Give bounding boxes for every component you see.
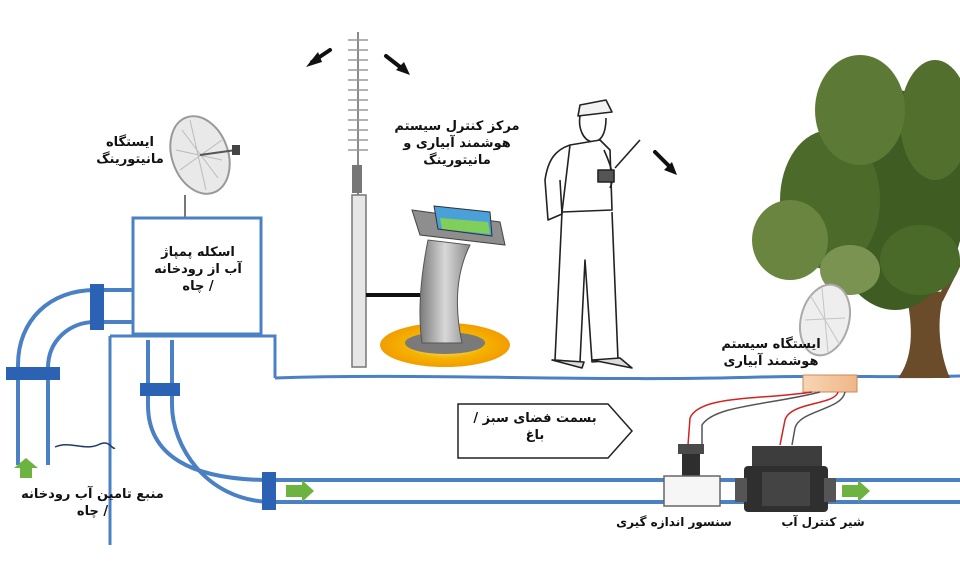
tree-icon [752, 55, 960, 378]
sensor-icon [663, 444, 721, 507]
monitoring-station-label: ایستگاه مانیتورینگ [80, 134, 180, 168]
control-center-line: مرکز کنترل سیستم [394, 119, 520, 134]
valve-label: شیر کنترل آب [768, 514, 878, 531]
pump-house-line: اسکله پمپاژ [161, 245, 235, 260]
control-center-line: مانیتورینگ [423, 153, 491, 168]
water-source-line: منبع تامین آب رودخانه [21, 487, 164, 502]
pipe-coupling [6, 367, 60, 380]
farmer-with-phone-icon [544, 99, 641, 369]
satellite-dish-icon [799, 283, 851, 357]
control-center-label: مرکز کنترل سیستم هوشمند آبیاری و مانیتور… [392, 118, 522, 169]
water-level-line [54, 442, 116, 449]
sensor-text: سنسور اندازه گیری [616, 515, 732, 529]
green-space-text: بسمت فضای سبز / باغ [473, 411, 597, 443]
pipe-coupling [90, 284, 104, 330]
water-source-line: / چاه [76, 504, 109, 519]
signal-arrow-icon [306, 48, 677, 175]
water-source-label: منبع تامین آب رودخانه / چاه [0, 486, 185, 520]
smart-station-label: ایستگاه سیستم هوشمند آبیاری [716, 336, 826, 370]
sensor-label: سنسور اندازه گیری [608, 514, 740, 531]
ground-line [274, 374, 960, 381]
controller-box [802, 374, 858, 393]
valve-text: شیر کنترل آب [781, 515, 865, 529]
control-valve-icon [735, 446, 836, 512]
smart-station-line: هوشمند آبیاری [723, 354, 819, 369]
satellite-dish-icon [169, 115, 240, 218]
pipe-coupling [140, 383, 180, 396]
kiosk-icon [380, 205, 510, 367]
monitoring-station-line: ایستگاه [106, 135, 154, 150]
monitoring-station-line: مانیتورینگ [96, 152, 164, 167]
pump-house-label: اسکله پمپاژ آب از رودخانه / چاه [138, 244, 258, 295]
pump-house-box [131, 216, 263, 336]
flow-arrow-icon [14, 458, 870, 502]
controller-wires [687, 391, 846, 446]
pipe-coupling [262, 472, 276, 510]
smart-station-line: ایستگاه سیستم [721, 337, 821, 352]
green-space-sign [457, 403, 634, 459]
green-space-label: بسمت فضای سبز / باغ [462, 410, 608, 444]
control-center-line: هوشمند آبیاری و [403, 136, 511, 151]
antenna-mast-icon [348, 32, 420, 368]
pump-house-line: / چاه [182, 279, 214, 294]
pump-house-line: آب از رودخانه [154, 262, 242, 277]
